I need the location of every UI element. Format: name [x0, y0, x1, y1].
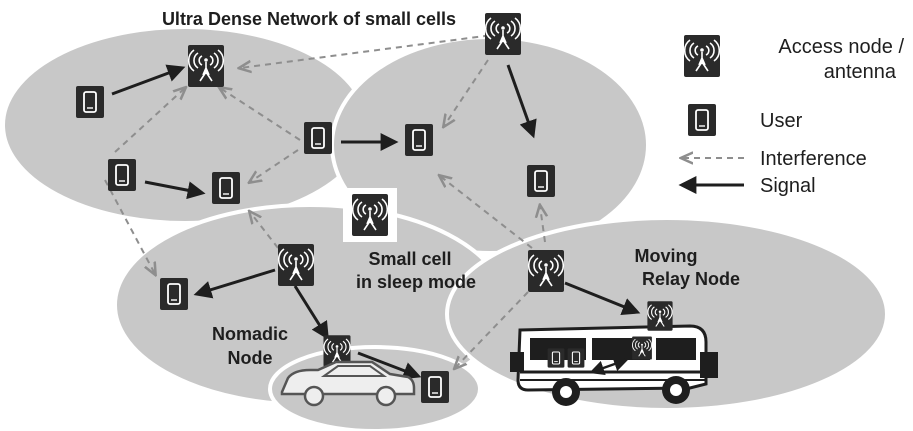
antenna-icon	[484, 12, 522, 56]
legend: Access node / antenna User Interference …	[678, 34, 904, 197]
user-device-icon	[567, 347, 585, 369]
signal-arrow	[193, 268, 276, 299]
user-device-icon	[303, 121, 333, 155]
legend-antenna-line2: antenna	[824, 61, 897, 83]
sleeping-antenna	[343, 188, 397, 242]
label-sleep-line2: in sleep mode	[356, 272, 476, 292]
signal-arrows	[111, 64, 641, 380]
user-device-icon	[159, 277, 189, 311]
signal-arrow	[564, 281, 641, 315]
diagram-labels: Small cell in sleep mode Moving Relay No…	[212, 246, 740, 368]
user-device-icon	[107, 158, 137, 192]
interference-arrow	[104, 179, 155, 274]
interference-arrow	[114, 88, 185, 153]
legend-user: User	[760, 110, 803, 132]
diagram-title: Ultra Dense Network of small cells	[162, 9, 456, 29]
user-device-icon	[404, 123, 434, 157]
label-moving-line2: Relay Node	[642, 269, 740, 289]
user-device-icon	[687, 103, 717, 137]
legend-antenna-line1: Access node /	[778, 36, 904, 58]
antenna-icon	[646, 300, 674, 332]
bus-icon	[510, 300, 718, 406]
antenna-icon	[187, 44, 225, 88]
interference-arrow	[444, 59, 489, 126]
signal-arrow	[111, 64, 186, 96]
antenna-icon	[277, 243, 315, 287]
cell-areas	[1, 25, 889, 431]
antenna-icon	[351, 193, 389, 237]
legend-interference: Interference	[760, 148, 867, 170]
interference-arrow	[440, 176, 533, 249]
label-nomadic-line1: Nomadic	[212, 324, 288, 344]
user-device-icon	[211, 171, 241, 205]
user-device-icon	[547, 347, 565, 369]
antenna-icon	[683, 34, 721, 78]
signal-arrow	[589, 356, 629, 376]
interference-arrow	[250, 149, 299, 182]
antennas	[187, 12, 565, 368]
signal-arrow	[506, 64, 537, 139]
legend-signal: Signal	[760, 175, 816, 197]
antenna-icon	[631, 336, 653, 360]
label-moving-line1: Moving	[635, 246, 698, 266]
label-sleep-line1: Small cell	[368, 249, 451, 269]
signal-arrow	[293, 285, 329, 341]
user-device-icon	[526, 164, 556, 198]
signal-arrow	[357, 351, 422, 380]
signal-arrow	[144, 180, 206, 200]
car-icon	[280, 360, 416, 407]
user-device-icon	[420, 370, 450, 404]
label-nomadic-line2: Node	[228, 348, 273, 368]
user-device-icon	[75, 85, 105, 119]
interference-arrow	[250, 212, 279, 249]
interference-arrow	[220, 88, 301, 141]
antenna-icon	[527, 249, 565, 293]
interference-arrows	[104, 33, 545, 368]
